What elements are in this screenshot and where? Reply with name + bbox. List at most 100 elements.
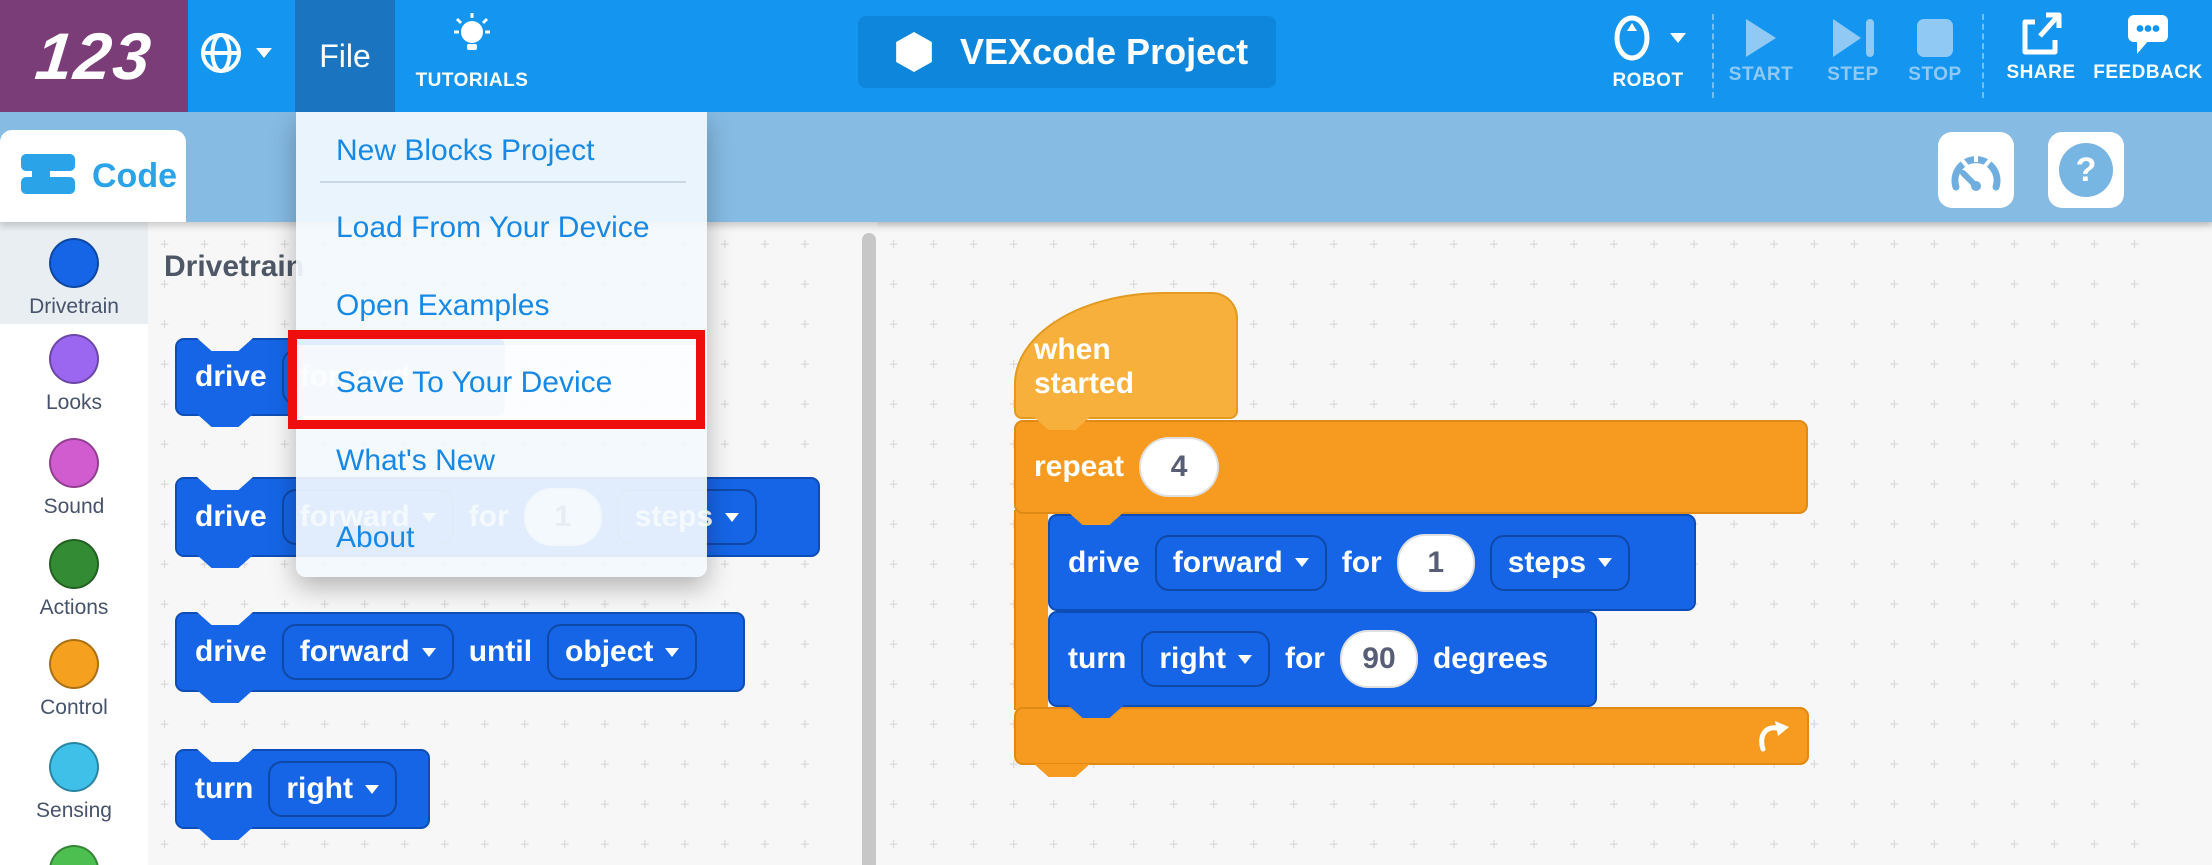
chevron-down-icon [1598,558,1613,567]
category-sidebar: Drivetrain Looks Sound Actions Control S… [0,222,148,865]
sidebar-item-drivetrain[interactable]: Drivetrain [0,238,148,319]
stop-button[interactable]: STOP [1900,16,1970,86]
block-tab [197,827,253,840]
chevron-down-icon [256,48,272,58]
number-input[interactable]: 90 [1339,630,1418,688]
block-notch [197,338,253,351]
menu-item-load-from-your-device[interactable]: Load From Your Device [336,211,650,245]
file-menu-button[interactable]: File [295,0,395,112]
looks-category-icon [49,334,99,384]
sidebar-item-control[interactable]: Control [0,639,148,720]
repeat-block[interactable]: repeat 4 [1014,420,1808,514]
block-tab [197,555,253,568]
direction-dropdown[interactable]: right [268,761,397,817]
category-label: Actions [39,596,109,619]
annotation-highlight-box [288,330,705,429]
menu-item-whats-new[interactable]: What's New [336,443,496,477]
share-button[interactable]: SHARE [2002,12,2080,84]
block-label: drive [195,635,267,668]
chevron-down-icon [1294,558,1309,567]
tutorials-label: TUTORIALS [415,70,529,91]
step-icon [1832,16,1874,60]
dropdown-value: forward [299,635,410,668]
unit-dropdown[interactable]: steps [1489,534,1631,591]
menu-item-open-examples[interactable]: Open Examples [336,288,550,322]
dropdown-value: right [286,772,353,805]
sidebar-item-partial[interactable] [0,845,148,865]
block-tab [1034,417,1090,430]
block-label: until [468,635,533,668]
menu-item-about[interactable]: About [336,521,415,555]
question-mark-icon: ? [2059,143,2113,197]
dropdown-value: steps [1507,545,1587,579]
workspace-canvas[interactable]: ++++++++++++++++++++++++++++++++ +++++++… [877,222,2212,865]
toolbar-divider [1982,14,1984,98]
robot-icon [1614,15,1650,61]
blocks-icon [21,154,75,194]
menu-item-new-blocks-project[interactable]: New Blocks Project [336,133,595,167]
palette-block-turn[interactable]: turn right [175,749,430,840]
palette-scrollbar[interactable] [862,233,876,865]
file-menu-label: File [319,37,371,74]
direction-dropdown[interactable]: right [1141,631,1270,687]
start-button[interactable]: START [1726,16,1796,86]
menu-item-save-to-your-device[interactable]: Save To Your Device [296,344,707,422]
device-dashboard-button[interactable] [1938,132,2014,208]
help-button[interactable]: ? [2048,132,2124,208]
block-notch [197,612,253,625]
step-button[interactable]: STEP [1818,16,1888,86]
tab-code[interactable]: Code [0,130,186,222]
block-label: drive [1068,545,1140,579]
workspace-shadow [877,222,2212,228]
block-label: drive [195,500,267,533]
sidebar-item-looks[interactable]: Looks [0,334,148,415]
turn-block[interactable]: turn right for 90 degrees [1048,611,1597,707]
block-label: repeat [1034,450,1125,483]
project-title: VEXcode Project [960,31,1249,72]
palette-block-drive-until[interactable]: drive forward until object [175,612,745,703]
block-tab [1068,705,1124,718]
block-tab [1068,512,1124,525]
hexagon-icon [896,32,932,72]
chevron-down-icon [421,647,436,657]
project-title-button[interactable]: VEXcode Project [858,16,1276,88]
app-header: 123 File TUTORIALS [0,0,2212,112]
menu-divider [320,181,686,183]
sound-category-icon [49,438,99,488]
robot-connect-button[interactable]: ROBOT [1596,12,1700,92]
repeat-count-input[interactable]: 4 [1139,437,1220,497]
play-icon [1746,16,1776,60]
control-category-icon [49,639,99,689]
language-button[interactable] [198,30,272,76]
tutorials-button[interactable]: TUTORIALS [405,12,539,92]
number-input[interactable]: 1 [1396,533,1475,592]
stop-icon [1917,16,1953,60]
drive-block[interactable]: drive forward for 1 steps [1048,514,1696,611]
share-icon [2022,12,2062,55]
direction-dropdown[interactable]: forward [281,624,454,680]
feedback-button[interactable]: FEEDBACK [2092,12,2204,84]
chevron-down-icon [1670,33,1686,43]
block-label: when started [1034,333,1135,400]
sidebar-item-sensing[interactable]: Sensing [0,742,148,823]
sidebar-item-sound[interactable]: Sound [0,438,148,519]
stop-label: STOP [1908,64,1962,85]
category-label: Sensing [36,799,112,822]
category-label: Drivetrain [29,295,119,318]
robot-label: ROBOT [1612,70,1684,91]
repeat-block-bottom[interactable] [1014,707,1809,765]
dropdown-value: right [1159,642,1226,675]
target-dropdown[interactable]: object [547,624,698,680]
lightbulb-icon [454,13,490,50]
block-label: degrees [1432,642,1549,675]
direction-dropdown[interactable]: forward [1154,534,1327,591]
block-label: turn [195,772,254,805]
block-label: turn [1068,642,1127,675]
share-label: SHARE [2006,62,2076,83]
category-label: Sound [43,495,105,518]
sidebar-item-actions[interactable]: Actions [0,539,148,620]
logo-text: 123 [32,19,156,93]
block-notch [197,477,253,490]
chevron-down-icon [1237,654,1252,664]
